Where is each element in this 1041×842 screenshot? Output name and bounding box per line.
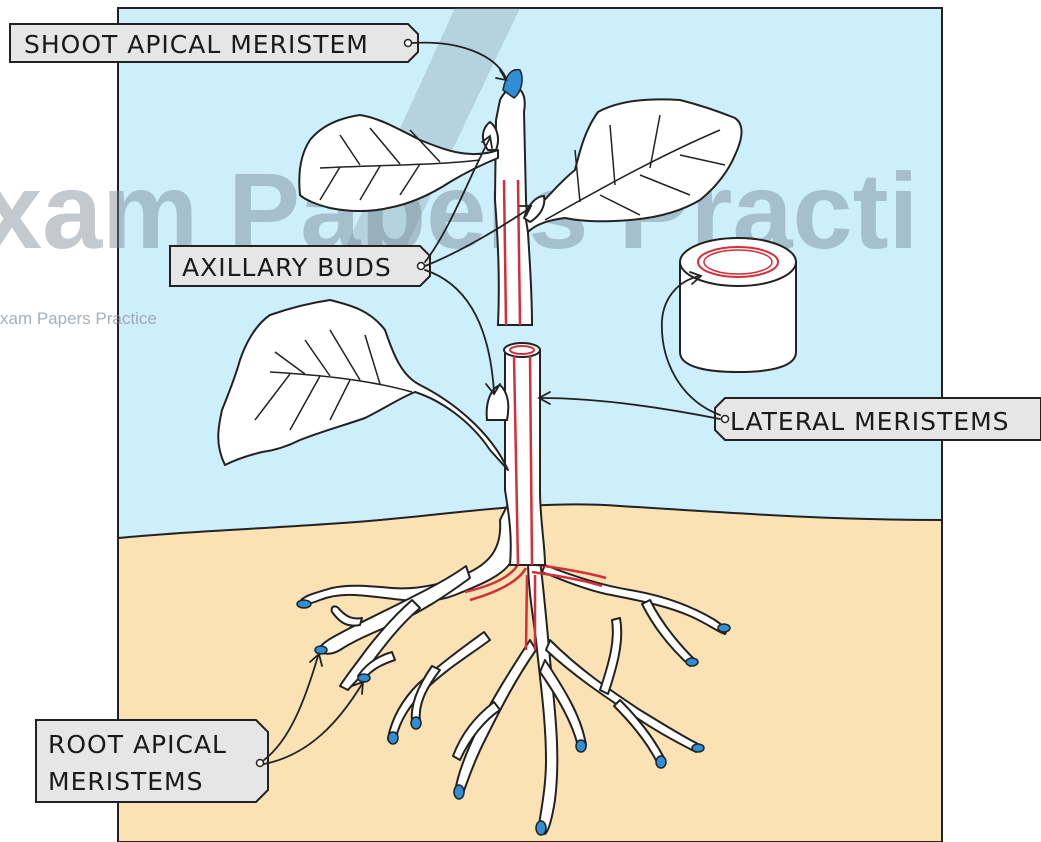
lower-stem — [504, 343, 545, 565]
label-root-apical-line2: MERISTEMS — [48, 767, 203, 796]
label-shoot-apical-text: SHOOT APICAL MERISTEM — [24, 30, 369, 59]
label-lateral-text: LATERAL MERISTEMS — [730, 407, 1010, 436]
stem-section-cylinder — [680, 238, 796, 372]
watermark-small: xam Papers Practice — [0, 309, 157, 328]
label-axillary: AXILLARY BUDS — [170, 246, 430, 286]
label-root-apical: ROOT APICAL MERISTEMS — [36, 720, 268, 802]
label-shoot-apical: SHOOT APICAL MERISTEM — [10, 24, 418, 62]
label-root-apical-line1: ROOT APICAL — [48, 730, 227, 759]
label-axillary-text: AXILLARY BUDS — [182, 253, 392, 282]
label-lateral: LATERAL MERISTEMS — [715, 398, 1041, 440]
